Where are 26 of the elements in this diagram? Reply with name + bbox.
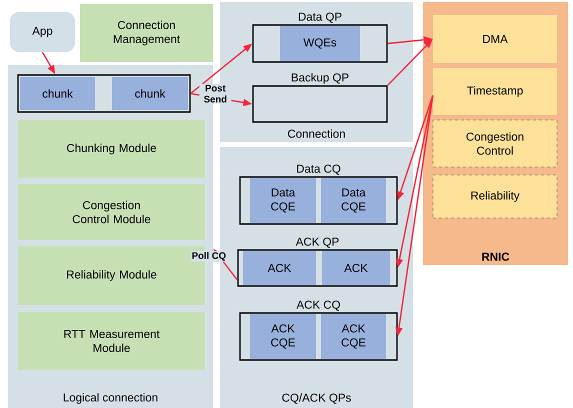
queue-entry: chunk	[112, 77, 188, 110]
nic-block: Reliability	[432, 174, 558, 218]
node-label: Data QP	[298, 12, 342, 23]
queue-entry: chunk	[20, 77, 95, 110]
edge-label: Post Send	[199, 84, 232, 104]
node-label: ACK CQ	[296, 300, 340, 311]
queue-entry: WQEs	[280, 26, 360, 61]
module-box: Chunking Module	[18, 120, 205, 178]
module-box: Congestion Control Module	[18, 184, 205, 240]
queue-box: Backup QP	[252, 73, 388, 123]
nic-block: Timestamp	[433, 68, 557, 115]
edge-label: Poll CQ	[190, 251, 228, 262]
app-box: App	[10, 12, 75, 52]
queue-entry: Data CQE	[321, 178, 386, 223]
nic-block: DMA	[433, 15, 557, 63]
queue-entry: ACK	[243, 251, 316, 285]
node-label: ACK QP	[296, 238, 339, 248]
queue-entry: ACK CQE	[321, 314, 386, 359]
node-label: Backup QP	[292, 73, 348, 84]
queue-entry: ACK CQE	[250, 314, 316, 359]
queue-entry: ACK	[322, 251, 390, 285]
module-box: RTT Measurement Module	[18, 312, 205, 370]
module-box: Connection Management	[80, 4, 213, 62]
queue-entry: Data CQE	[250, 178, 316, 223]
node-label: Data CQ	[297, 164, 340, 175]
nic-block: Congestion Control	[432, 120, 558, 168]
